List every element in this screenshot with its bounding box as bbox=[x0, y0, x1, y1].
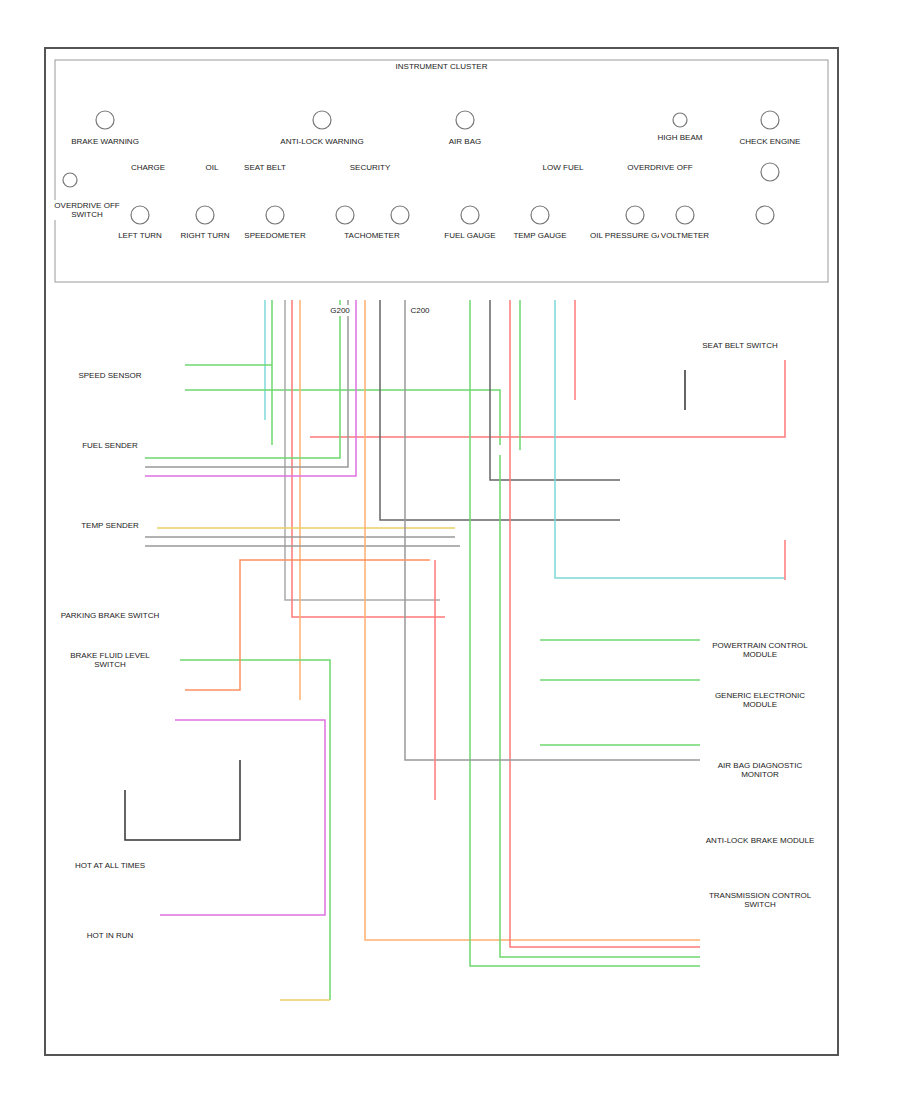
component-label: ANTI-LOCK WARNING bbox=[278, 136, 365, 147]
component-label: ANTI-LOCK BRAKE MODULE bbox=[703, 835, 817, 846]
component-label: LOW FUEL bbox=[541, 162, 586, 173]
component-label: AIR BAG DIAGNOSTIC MONITOR bbox=[703, 760, 817, 780]
component-label: SPEED SENSOR bbox=[63, 370, 157, 381]
component-label: TEMP GAUGE bbox=[511, 230, 568, 241]
component-label: CHECK ENGINE bbox=[738, 136, 803, 147]
component-label: VOLTMETER bbox=[659, 230, 711, 241]
component-label: SPEEDOMETER bbox=[242, 230, 307, 241]
component-label: RIGHT TURN bbox=[178, 230, 231, 241]
cluster-box: INSTRUMENT CLUSTER bbox=[55, 60, 828, 282]
component-label: GENERIC ELECTRONIC MODULE bbox=[703, 690, 817, 710]
component-label: CHARGE bbox=[129, 162, 167, 173]
component-label: TRANSMISSION CONTROL SWITCH bbox=[703, 890, 817, 910]
component-label: SECURITY bbox=[348, 162, 392, 173]
component-label: FUEL GAUGE bbox=[442, 230, 497, 241]
component-label: AIR BAG bbox=[447, 136, 483, 147]
component-label: BRAKE WARNING bbox=[69, 136, 141, 147]
component-label: OVERDRIVE OFF bbox=[625, 162, 694, 173]
cluster-title: INSTRUMENT CLUSTER bbox=[55, 62, 828, 71]
component-label: FUEL SENDER bbox=[63, 440, 157, 451]
component-label: SEAT BELT bbox=[242, 162, 288, 173]
component-label: TACHOMETER bbox=[342, 230, 401, 241]
component-label: HOT IN RUN bbox=[63, 930, 157, 941]
component-label: OVERDRIVE OFF SWITCH bbox=[50, 200, 124, 220]
component-label: BRAKE FLUID LEVEL SWITCH bbox=[58, 650, 162, 670]
component-label: POWERTRAIN CONTROL MODULE bbox=[703, 640, 817, 660]
component-label: G200 bbox=[328, 305, 352, 316]
component-label: C200 bbox=[408, 305, 431, 316]
component-label: HIGH BEAM bbox=[656, 132, 705, 143]
component-label: HOT AT ALL TIMES bbox=[63, 860, 157, 871]
component-label: LEFT TURN bbox=[116, 230, 164, 241]
component-label: TEMP SENDER bbox=[63, 520, 157, 531]
component-label: SEAT BELT SWITCH bbox=[700, 340, 779, 351]
component-label: OIL bbox=[204, 162, 221, 173]
component-label: PARKING BRAKE SWITCH bbox=[58, 610, 162, 621]
